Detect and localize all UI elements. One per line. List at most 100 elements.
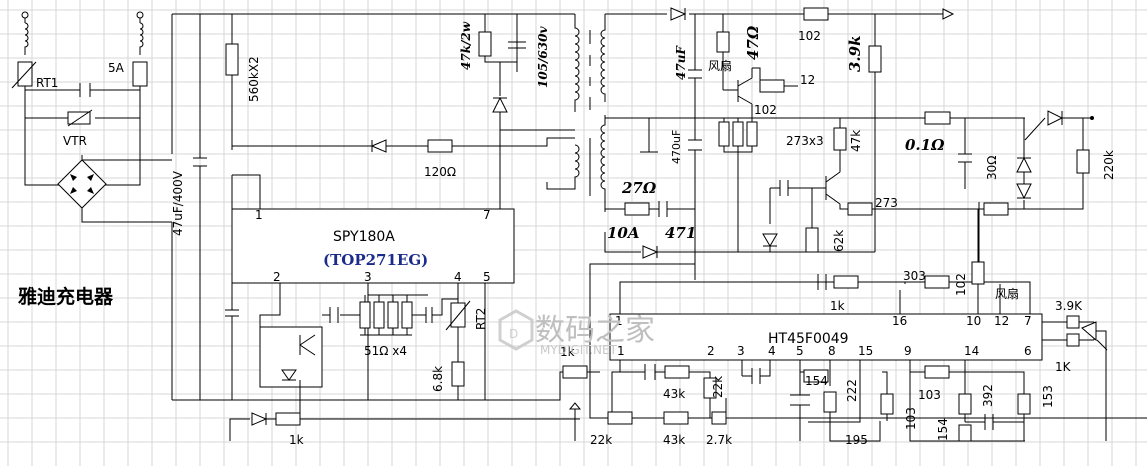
r-1k-mid-label: 1k: [830, 299, 845, 313]
r-51-label: 51Ω x4: [364, 344, 407, 358]
r-47-ohm: [716, 31, 730, 53]
r-102c-label: 102: [954, 273, 968, 296]
fuse-5a: [132, 61, 148, 87]
c-105-label: 105/630v: [536, 26, 550, 88]
c-471-label: 471: [665, 224, 696, 242]
pin-1-label: 1: [255, 208, 263, 222]
chip-spy180a: [231, 175, 515, 400]
mcu-pin-12: 12: [994, 314, 1009, 328]
primary-lower-wiring: [172, 294, 600, 441]
r-47k2w-label: 47k/2w: [459, 21, 473, 70]
r-43k-b-label: 43k: [663, 433, 685, 447]
r-1k-bottom-label: 1k: [289, 433, 304, 447]
r-560k-label: 560kX2: [247, 56, 261, 102]
r-102-b: [924, 275, 950, 289]
r-47k-label: 47k: [849, 130, 863, 152]
r-120-ohm: [427, 139, 453, 153]
r-01-label: 0.1Ω: [905, 136, 945, 154]
watermark-text: 数码之家: [535, 313, 655, 348]
mcu-pin-1: 1: [617, 344, 625, 358]
vtr-label: VTR: [63, 134, 87, 148]
r-47k-2w: [478, 31, 492, 57]
r-103a: [880, 393, 894, 415]
r-47k: [833, 127, 847, 151]
r-1k-mid: [833, 275, 859, 289]
secondary-wiring: [589, 7, 1147, 441]
r-103a-label: 103: [904, 407, 918, 430]
mcu-pin-5: 5: [796, 344, 804, 358]
r-43k-b: [663, 411, 689, 425]
r-6-8k: [451, 361, 465, 387]
pin-4-label: 4: [454, 270, 462, 284]
r-43k-a-label: 43k: [663, 387, 685, 401]
pin-5-label: 5: [483, 270, 491, 284]
r-22k-b-label: 22k: [590, 433, 612, 447]
r-195-label: 195: [845, 433, 868, 447]
r-102b-label: 102: [754, 103, 777, 117]
r-303-label: 303: [903, 269, 926, 283]
r-154b-label: 154: [936, 418, 950, 441]
pin-2-label: 2: [273, 270, 281, 284]
bridge-rectifier: [57, 159, 107, 209]
r-68k-label: 6.8k: [431, 366, 445, 392]
r-39k-b-label: 3.9K: [1055, 299, 1083, 313]
r-27-ohm: [624, 202, 650, 216]
r-392: [958, 393, 972, 415]
r-103b: [924, 365, 950, 379]
chip-top-name: SPY180A: [333, 229, 395, 245]
mcu-pin-3: 3: [737, 344, 745, 358]
mcu-pin-7: 7: [1024, 314, 1032, 328]
rt1-label: RT1: [36, 76, 58, 90]
fan-label-mcu: 风扇: [995, 286, 1019, 301]
r-1k-c-label: 1K: [1055, 360, 1072, 374]
r-43k-a: [664, 365, 690, 379]
d-10a-label: 10A: [607, 224, 640, 242]
c-154a: [803, 369, 829, 383]
rt2-label: RT2: [474, 308, 488, 330]
r-2-7k-label: 2.7k: [706, 433, 732, 447]
mcu-pin-9: 9: [904, 344, 912, 358]
fuse-label: 5A: [108, 61, 125, 75]
r-0-1-ohm: [924, 111, 951, 125]
mcu-pin-6: 6: [1024, 344, 1032, 358]
chip-top-alt-name: (TOP271EG): [323, 251, 428, 269]
r-2-7k: [711, 411, 727, 425]
r-102-c: [971, 261, 985, 285]
r-1k-a: [562, 365, 588, 379]
c-154a-label: 154: [805, 374, 828, 388]
chip-ht45f0049: [560, 313, 1043, 442]
r-3-9k: [868, 45, 882, 73]
svg-text:D: D: [509, 327, 518, 341]
pin-3-label: 3: [364, 270, 372, 284]
mcu-pin-14: 14: [964, 344, 979, 358]
r-392-label: 392: [981, 384, 995, 407]
r-154b: [958, 424, 972, 442]
r-102a-label: 102: [798, 29, 821, 43]
fan-label-top: 风扇: [708, 58, 732, 73]
r-22k-b: [607, 411, 633, 425]
r-30-label: 30Ω: [985, 156, 999, 180]
r-220k: [1076, 149, 1090, 174]
mcu-pin-15: 15: [858, 344, 873, 358]
mcu-pin-4: 4: [768, 344, 776, 358]
r-120-label: 120Ω: [424, 165, 456, 179]
r-22k-a: [703, 377, 717, 399]
r-47ohm-label: 47Ω: [744, 25, 762, 60]
mcu-pin-16: 16: [892, 314, 907, 328]
r-220k-label: 220k: [1102, 150, 1116, 180]
r-39k-label: 3.9k: [846, 36, 864, 73]
diagram-title: 雅迪充电器: [18, 285, 114, 308]
mcu-pin-2: 2: [707, 344, 715, 358]
r-153: [1017, 393, 1031, 415]
r-103b-label: 103: [918, 388, 941, 402]
r-222: [823, 391, 837, 413]
r-560k: [225, 43, 239, 76]
cap-main-label: 47uF/400V: [171, 170, 185, 236]
c-470uf-label: 470uF: [670, 130, 683, 164]
r-273x3-label: 273x3: [786, 134, 824, 148]
r-22k-a-label: 22k: [711, 376, 725, 398]
pin-7-label: 7: [483, 208, 491, 222]
watermark-subtext: MYDIGIT.NET: [540, 343, 618, 357]
